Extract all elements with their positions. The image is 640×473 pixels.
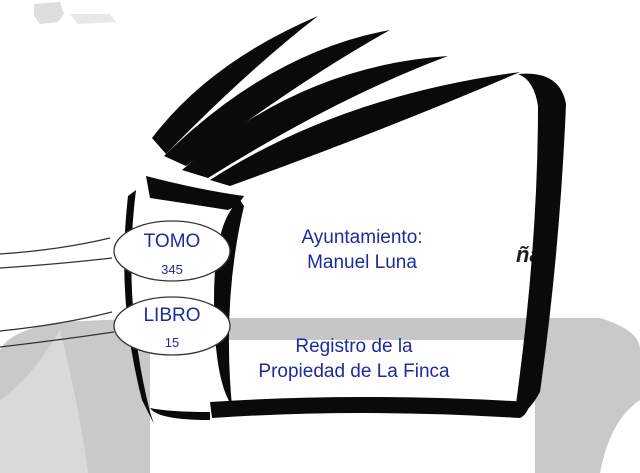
page-text-line-3: Registro de la <box>295 336 413 357</box>
background-arc <box>0 318 640 473</box>
spine-label-value: 15 <box>165 335 179 350</box>
spine-label-title: TOMO <box>144 231 201 252</box>
label-cords <box>0 237 115 348</box>
book-top-edge <box>146 176 244 210</box>
page-text-line-4: Propiedad de La Finca <box>258 361 450 382</box>
book-illustration <box>124 16 566 424</box>
book-spine-inner <box>214 200 244 406</box>
page-swoosh-1 <box>152 16 318 154</box>
page-swoosh-4 <box>210 72 520 186</box>
book-right-edge <box>514 73 566 418</box>
spine-label-libro: LIBRO 15 <box>113 296 231 356</box>
spine-label-value: 345 <box>161 262 183 277</box>
page-text-line-1: Ayuntamiento: <box>301 227 422 248</box>
page-text-line-2: Manuel Luna <box>307 252 417 273</box>
background-smudge <box>34 2 116 24</box>
page-swoosh-3 <box>182 56 448 178</box>
book-page-text: Ayuntamiento: Manuel Luna Registro de la… <box>258 227 450 382</box>
spine-label-tomo: TOMO 345 <box>113 220 231 282</box>
page-swoosh-2 <box>164 30 390 166</box>
book-bottom-edge <box>210 397 530 418</box>
spine-label-title: LIBRO <box>143 305 200 326</box>
